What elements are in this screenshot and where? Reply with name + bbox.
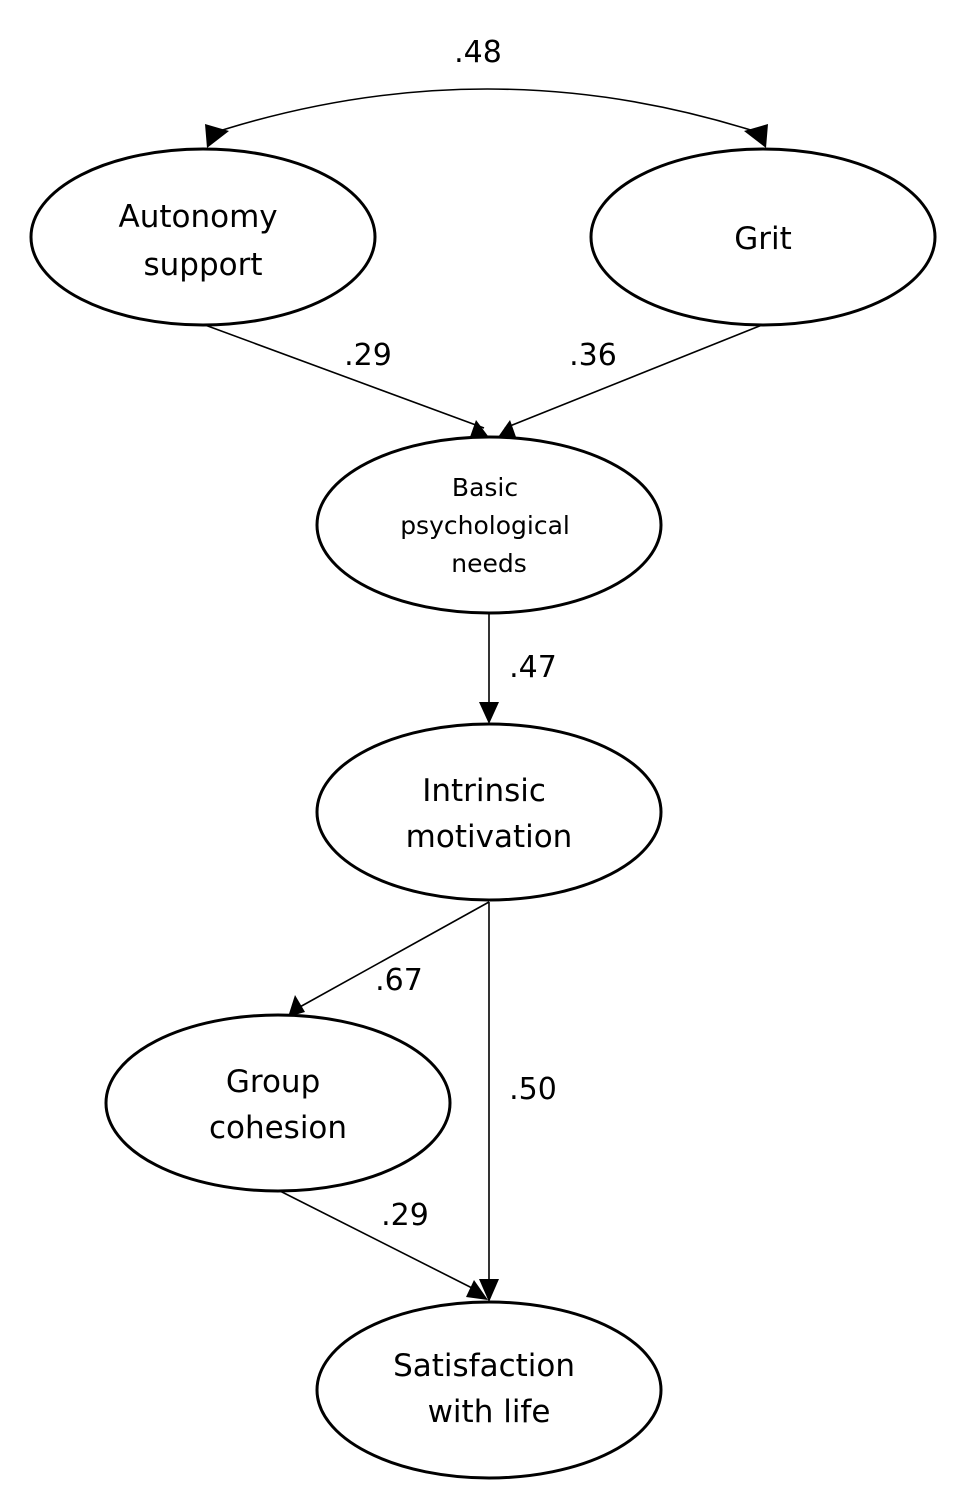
coef-motivation-to-satisfaction: .50 [509, 1072, 557, 1107]
edge-grit-to-needs [504, 324, 763, 429]
edge-cohesion-to-satisfaction [277, 1189, 479, 1292]
node-satisfaction-with-life-shape [315, 1300, 663, 1480]
coef-grit-to-needs: .36 [569, 338, 617, 373]
arrowhead-grit-to-needs [496, 420, 516, 440]
node-intrinsic-motivation: Intrinsic motivation [315, 722, 663, 902]
arrowhead-autonomy-to-needs [470, 420, 491, 440]
node-group-cohesion-label: Group cohesion [209, 1064, 347, 1146]
node-grit-label: Grit [734, 221, 792, 257]
edge-autonomy-to-needs [204, 324, 485, 429]
arrowhead-motivation-to-satisfaction [479, 1279, 499, 1302]
arrowhead-grit-covariance [744, 124, 768, 148]
node-group-cohesion: Group cohesion [104, 1013, 452, 1193]
arrowhead-cohesion-to-satisfaction [466, 1280, 488, 1300]
edge-autonomy-grit-covariance [212, 88, 761, 134]
node-autonomy-support-label: Autonomy support [119, 199, 288, 283]
node-satisfaction-with-life-label: Satisfaction with life [393, 1348, 585, 1430]
node-basic-psychological-needs: Basic psychological needs [315, 435, 663, 615]
node-grit: Grit [589, 147, 937, 327]
node-basic-psychological-needs-shape [315, 435, 663, 615]
node-intrinsic-motivation-shape [315, 722, 663, 902]
coef-needs-to-motivation: .47 [509, 650, 557, 685]
coef-autonomy-to-needs: .29 [344, 338, 392, 373]
node-basic-psychological-needs-label: Basic psychological needs [400, 473, 578, 578]
edge-motivation-to-cohesion [297, 901, 490, 1009]
arrowhead-motivation-to-cohesion [288, 995, 305, 1017]
node-autonomy-support-shape [29, 147, 377, 327]
node-satisfaction-with-life: Satisfaction with life [315, 1300, 663, 1480]
edges: .48 .29 .36 .47 .67 .50 .29 [204, 35, 768, 1302]
node-intrinsic-motivation-label: Intrinsic motivation [406, 773, 573, 855]
node-grit-shape [589, 147, 937, 327]
node-autonomy-support: Autonomy support [29, 147, 377, 327]
arrowhead-needs-to-motivation [479, 702, 499, 724]
coef-motivation-to-cohesion: .67 [375, 963, 423, 998]
coef-cohesion-to-satisfaction: .29 [381, 1198, 429, 1233]
node-group-cohesion-shape [104, 1013, 452, 1193]
coef-autonomy-grit: .48 [454, 35, 502, 70]
arrowhead-autonomy-covariance [205, 124, 229, 148]
